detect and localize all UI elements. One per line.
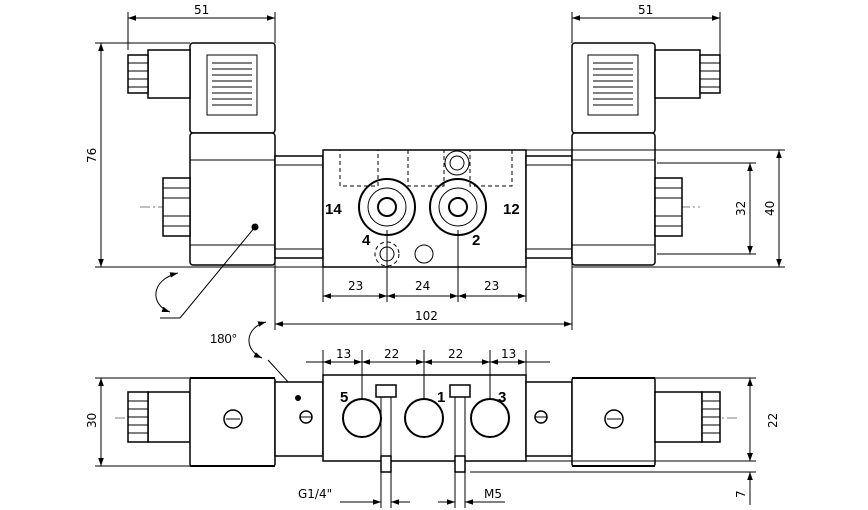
dim-23-left: 23 <box>348 279 363 293</box>
dim-thread-m5: M5 <box>484 487 502 501</box>
dim-width-30: 30 <box>85 413 99 428</box>
port-2-label: 2 <box>472 232 480 249</box>
dim-23-right: 23 <box>484 279 499 293</box>
right-solenoid-top <box>571 42 721 266</box>
dim-right-coil-width: 51 <box>638 3 653 17</box>
dim-left-coil-width: 51 <box>194 3 209 17</box>
dim-13-left: 13 <box>336 347 351 361</box>
dim-7: 7 <box>734 490 748 498</box>
bottom-view: 5 1 3 13 22 22 13 30 22 7 <box>85 347 780 508</box>
port-1-label: 1 <box>437 389 445 406</box>
port-5-label: 5 <box>340 389 348 406</box>
rotation-arrow-top <box>155 272 179 313</box>
dim-32: 32 <box>734 201 748 216</box>
port-4-label: 4 <box>362 232 371 249</box>
dim-24: 24 <box>415 279 430 293</box>
port-12-label: 12 <box>503 201 520 218</box>
port-3-label: 3 <box>498 389 506 406</box>
valve-body-top <box>322 149 527 268</box>
top-view: 14 12 4 2 51 51 76 32 40 <box>85 3 785 330</box>
dim-total-102: 102 <box>415 309 438 323</box>
dim-40: 40 <box>763 201 777 216</box>
dim-thread-g1-4: G1/4" <box>298 487 332 501</box>
dim-height-76: 76 <box>85 148 99 163</box>
rotation-arrow-bottom <box>248 321 267 359</box>
rotation-180-label: 180° <box>210 331 237 346</box>
dim-13-right: 13 <box>501 347 516 361</box>
left-solenoid-top <box>127 42 276 266</box>
dim-22-right: 22 <box>448 347 463 361</box>
port-14-label: 14 <box>325 201 342 218</box>
dim-22-vertical: 22 <box>766 413 780 428</box>
dim-22-left: 22 <box>384 347 399 361</box>
